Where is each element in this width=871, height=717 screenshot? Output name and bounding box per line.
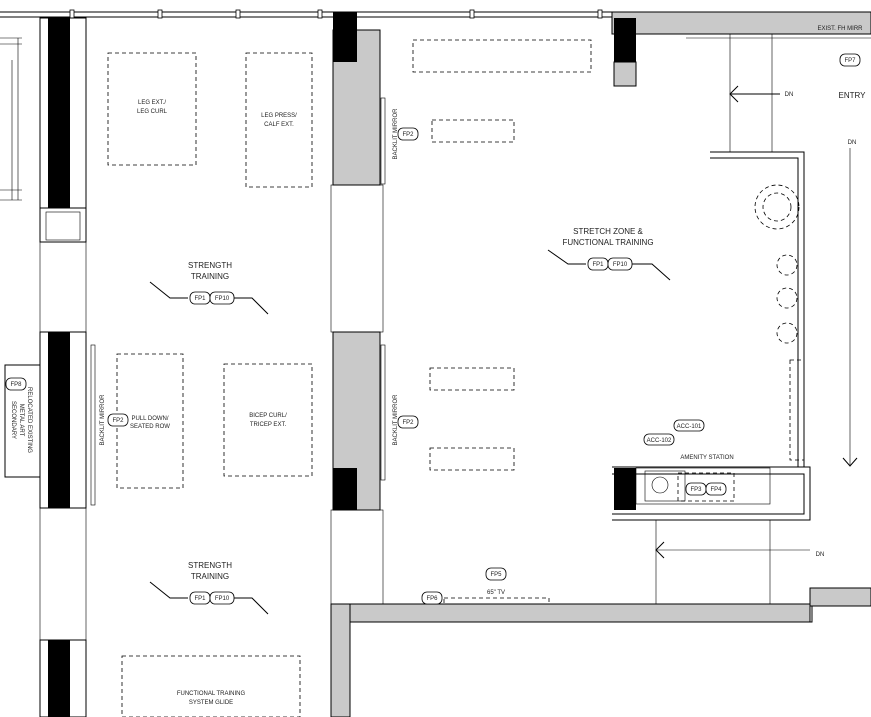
label-strength-1b: TRAINING [191, 272, 229, 281]
left-edge-details [0, 37, 41, 478]
label-stretch-b: FUNCTIONAL TRAINING [562, 238, 653, 247]
tag-acc102: ACC-102 [643, 433, 675, 446]
label-entry: ENTRY [839, 91, 867, 100]
tag-fp2-b: FP2 [397, 415, 419, 429]
svg-text:FP2: FP2 [112, 418, 124, 424]
note-relocated-a: RELOCATED EXISTING [26, 387, 32, 453]
svg-text:FP10: FP10 [215, 296, 230, 302]
note-dn-3: DN [816, 552, 825, 558]
middle-wall [330, 12, 384, 606]
tag-fp8: FP8 [5, 377, 27, 391]
note-backlit-mirror-3: BACKLIT MIRROR [100, 394, 106, 446]
tag-fp10-c: FP10 [607, 257, 633, 271]
tags: FP1 FP10 FP1 FP10 FP1 FP10 FP2 FP2 FP2 F… [5, 53, 861, 605]
svg-text:FP8: FP8 [10, 382, 22, 388]
svg-text:FP1: FP1 [194, 596, 206, 602]
tag-fp7: FP7 [839, 53, 861, 67]
note-dn-1: DN [785, 92, 794, 98]
label-leg-curl: LEG CURL [137, 109, 168, 115]
tag-fp3: FP3 [685, 482, 707, 496]
label-seated-row: SEATED ROW [130, 424, 170, 430]
svg-text:ACC-102: ACC-102 [647, 438, 672, 444]
note-dn-2: DN [848, 140, 857, 146]
tag-fp2-a: FP2 [397, 127, 419, 141]
label-calf-ext: CALF EXT. [264, 122, 294, 128]
right-room [612, 151, 811, 521]
svg-text:FP6: FP6 [426, 596, 438, 602]
label-strength-2a: STRENGTH [188, 561, 232, 570]
note-exist-mirror: EXIST. FH MIRR [817, 26, 863, 32]
note-backlit-mirror-1: BACKLIT MIRROR [393, 108, 399, 160]
note-backlit-mirror-2: BACKLIT MIRROR [393, 394, 399, 446]
label-stretch-a: STRETCH ZONE & [573, 227, 643, 236]
tag-fp10-a: FP10 [209, 291, 235, 305]
label-tricep: TRICEP EXT. [250, 422, 287, 428]
tag-fp6: FP6 [421, 591, 443, 605]
tag-fp2-c: FP2 [107, 413, 129, 427]
svg-text:FP2: FP2 [402, 132, 414, 138]
notes: BACKLIT MIRROR BACKLIT MIRROR BACKLIT MI… [10, 26, 863, 558]
label-bicep: BICEP CURL/ [249, 413, 287, 419]
backlit-mirrors [90, 97, 386, 506]
svg-text:FP7: FP7 [844, 58, 856, 64]
top-wall [0, 9, 871, 35]
label-pull-down: PULL DOWN/ [131, 416, 168, 422]
label-strength-1a: STRENGTH [188, 261, 232, 270]
left-wall [39, 17, 87, 717]
tag-fp10-b: FP10 [209, 591, 235, 605]
label-leg-press: LEG PRESS/ [261, 113, 297, 119]
svg-text:FP1: FP1 [592, 262, 604, 268]
label-amenity: AMENITY STATION [680, 455, 733, 461]
svg-text:FP10: FP10 [613, 262, 628, 268]
svg-text:FP5: FP5 [490, 572, 502, 578]
tag-fp1-c: FP1 [587, 257, 609, 271]
tag-acc101: ACC-101 [673, 419, 705, 432]
flow-arrows [149, 249, 671, 615]
label-leg-ext: LEG EXT./ [138, 100, 166, 106]
bottom-wall [330, 587, 871, 717]
tag-fp4: FP4 [705, 482, 727, 496]
svg-text:FP1: FP1 [194, 296, 206, 302]
tag-fp1-b: FP1 [189, 591, 211, 605]
tag-fp1-a: FP1 [189, 291, 211, 305]
entry-area [655, 33, 871, 604]
equipment [107, 39, 805, 717]
label-functional-b: SYSTEM GLIDE [189, 700, 233, 706]
label-tv: 65" TV [487, 590, 505, 596]
right-column [613, 18, 637, 87]
room-labels: LEG EXT./ LEG CURL LEG PRESS/ CALF EXT. … [130, 91, 866, 706]
svg-text:ACC-101: ACC-101 [677, 424, 702, 430]
note-secondary: SECONDARY [10, 401, 16, 439]
tag-fp5: FP5 [485, 567, 507, 581]
note-relocated-b: METAL ART [18, 404, 24, 437]
svg-text:FP4: FP4 [710, 487, 722, 493]
label-functional-a: FUNCTIONAL TRAINING [177, 691, 246, 697]
svg-text:FP3: FP3 [690, 487, 702, 493]
svg-text:FP2: FP2 [402, 420, 414, 426]
svg-text:FP10: FP10 [215, 596, 230, 602]
label-strength-2b: TRAINING [191, 572, 229, 581]
